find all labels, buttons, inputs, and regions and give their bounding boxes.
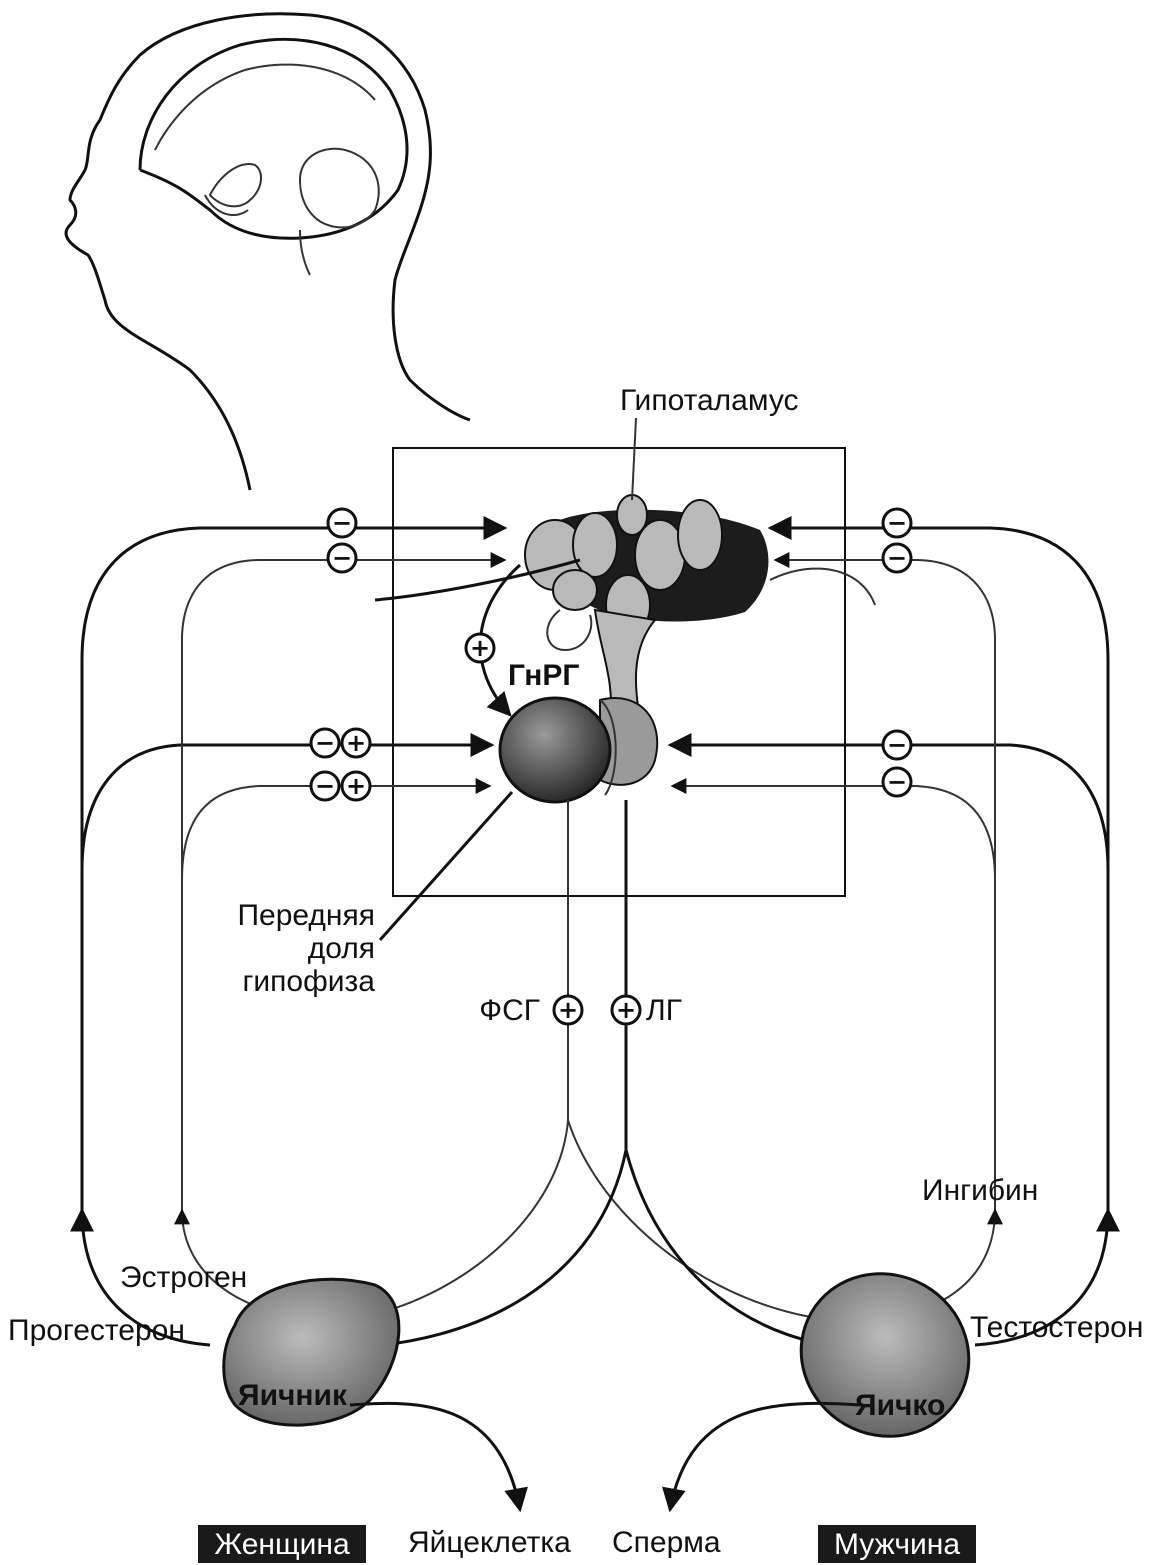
- head-illustration: [64, 12, 471, 491]
- feedback-sign-fsh: +: [552, 994, 584, 1026]
- feedback-sign-inhibin-pituitary: −: [881, 766, 913, 798]
- testis-illustration: [799, 1272, 971, 1438]
- progesterone-to-pituitary-arrow: [80, 733, 495, 871]
- gnrh-arrow: [478, 563, 521, 717]
- estrogen-to-hypothalamus-arrow: [181, 552, 507, 1210]
- progesterone-to-hypothalamus-arrow: [80, 516, 508, 1210]
- pituitary-label-line1: Передняя: [237, 899, 375, 932]
- hypothalamus-illustration: [374, 494, 876, 652]
- plus-sign: +: [346, 729, 366, 757]
- plus-sign: +: [558, 996, 578, 1024]
- male-badge-label: Мужчина: [834, 1528, 960, 1561]
- ovary-illustration: [222, 1277, 401, 1427]
- estrogen-to-pituitary-arrow: [181, 778, 492, 881]
- feedback-sign-estrogen-hypothalamus: −: [326, 542, 358, 574]
- brain-region-frame: [392, 447, 846, 897]
- ovary-label: Яичник: [238, 1379, 348, 1412]
- minus-sign: −: [887, 544, 907, 572]
- lh-label: ЛГ: [646, 994, 682, 1027]
- progesterone-label: Прогестерон: [8, 1314, 185, 1347]
- feedback-sign-estrogen-pituitary: − +: [309, 770, 372, 802]
- pituitary-illustration: [498, 608, 659, 804]
- testosterone-to-pituitary-arrow: [667, 733, 1110, 871]
- feedback-sign-progesterone-pituitary: − +: [309, 727, 372, 759]
- hypothalamus-pointer-line: [631, 417, 637, 501]
- fsh-label: ФСГ: [479, 994, 540, 1027]
- plus-sign: +: [616, 996, 636, 1024]
- female-badge-label: Женщина: [214, 1528, 350, 1561]
- pituitary-label-line2: доля: [308, 932, 375, 965]
- hypothalamus-label: Гипоталамус: [620, 384, 799, 417]
- minus-sign: −: [887, 509, 907, 537]
- minus-sign: −: [887, 768, 907, 796]
- minus-sign: −: [315, 772, 335, 800]
- fsh-to-testis-arrow: [567, 1119, 860, 1330]
- male-badge: Мужчина: [818, 1525, 976, 1563]
- minus-sign: −: [315, 729, 335, 757]
- testosterone-label: Тестостерон: [970, 1311, 1143, 1344]
- sperm-label: Сперма: [612, 1526, 721, 1559]
- egg-label: Яйцеклетка: [408, 1526, 571, 1559]
- egg-arrow: [349, 1401, 528, 1513]
- sperm-arrow: [662, 1401, 861, 1513]
- minus-sign: −: [887, 731, 907, 759]
- feedback-sign-progesterone-hypothalamus: −: [326, 507, 358, 539]
- pituitary-label-line3: гипофиза: [242, 965, 375, 998]
- minus-sign: −: [332, 509, 352, 537]
- feedback-sign-testosterone-pituitary: −: [881, 729, 913, 761]
- plus-sign: +: [346, 772, 366, 800]
- testosterone-to-hypothalamus-arrow: [767, 516, 1110, 1210]
- inhibin-to-pituitary-arrow: [670, 778, 996, 881]
- gnrh-label: ГнРГ: [508, 659, 579, 692]
- estrogen-label: Эстроген: [120, 1261, 247, 1294]
- plus-sign: +: [470, 634, 490, 662]
- progesterone-arrow: [70, 1207, 211, 1347]
- minus-sign: −: [332, 544, 352, 572]
- feedback-sign-gnrh: +: [464, 632, 496, 664]
- feedback-sign-inhibin-hypothalamus: −: [881, 542, 913, 574]
- feedback-sign-testosterone-hypothalamus: −: [881, 507, 913, 539]
- testosterone-arrow: [974, 1207, 1120, 1347]
- inhibin-to-hypothalamus-arrow: [773, 552, 996, 1210]
- testis-label: Яичко: [855, 1389, 945, 1422]
- pituitary-pointer-line: [378, 791, 514, 941]
- inhibin-label: Ингибин: [922, 1174, 1038, 1207]
- feedback-sign-lh: +: [610, 994, 642, 1026]
- female-badge: Женщина: [198, 1525, 366, 1563]
